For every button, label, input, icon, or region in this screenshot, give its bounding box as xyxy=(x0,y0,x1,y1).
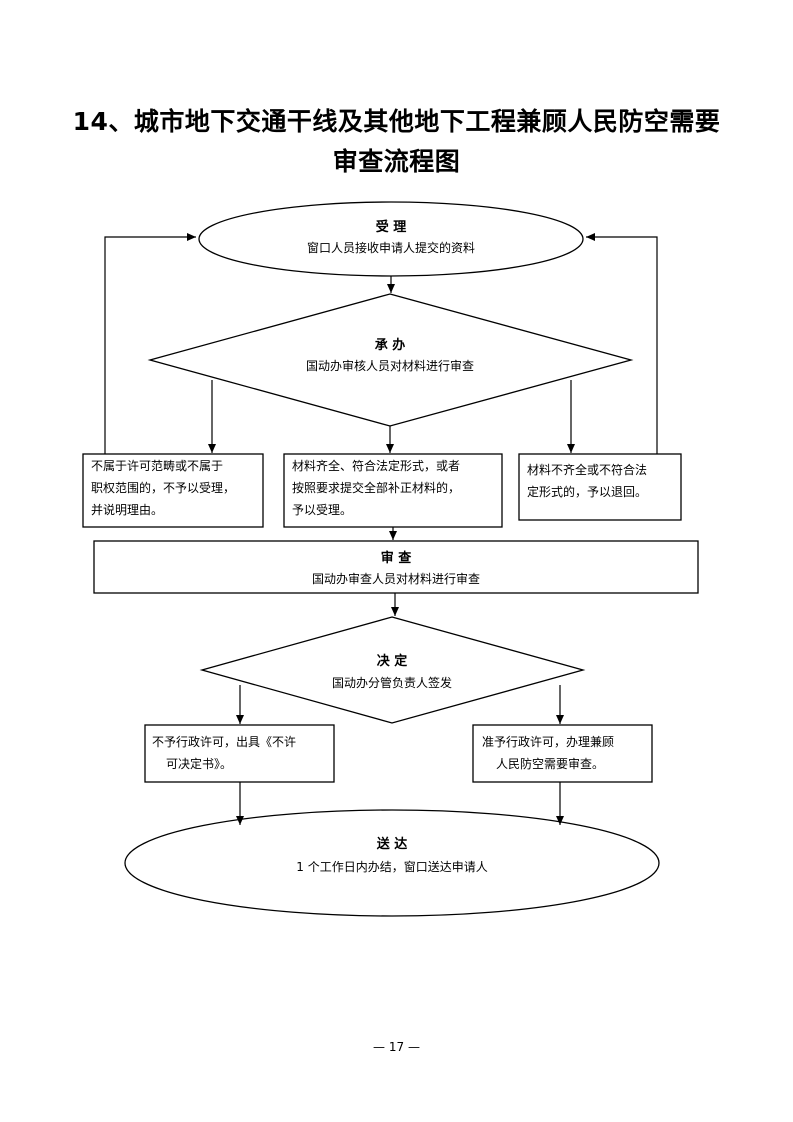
approve-line-1: 准予行政许可，办理兼顾 xyxy=(482,735,615,749)
deny-line-2: 可决定书》。 xyxy=(166,757,233,771)
undertake-heading: 承 办 xyxy=(375,337,406,353)
document-title-line-1: 14、城市地下交通干线及其他地下工程兼顾人民防空需要 xyxy=(72,107,721,136)
reject-scope-line-2: 职权范围的，不予以受理， xyxy=(91,481,236,495)
deliver-heading: 送 达 xyxy=(376,836,408,852)
accept-complete-text: 材料齐全、符合法定形式，或者 按照要求提交全部补正材料的， 予以受理。 xyxy=(292,455,498,521)
approve-line-2: 人民防空需要审查。 xyxy=(496,757,605,771)
loop-left-to-accept xyxy=(104,233,196,454)
return-incomplete-line-1: 材料不齐全或不符合法 xyxy=(527,463,648,477)
review-box xyxy=(93,540,699,594)
return-incomplete-line-2: 定形式的，予以退回。 xyxy=(527,485,648,499)
document-title-line-2: 审查流程图 xyxy=(332,147,461,176)
deny-text: 不予行政许可，出具《不许 可决定书》。 xyxy=(152,731,330,775)
return-incomplete-text: 材料不齐全或不符合法 定形式的，予以退回。 xyxy=(527,459,677,503)
reject-scope-line-3: 并说明理由。 xyxy=(91,503,164,517)
review-description: 国动办审查人员对材料进行审查 xyxy=(312,571,480,586)
accept-description: 窗口人员接收申请人提交的资料 xyxy=(307,240,475,255)
approve-text: 准予行政许可，办理兼顾 人民防空需要审查。 xyxy=(482,731,650,775)
decide-diamond xyxy=(199,616,586,724)
review-heading: 审 查 xyxy=(381,550,413,566)
loop-right-to-accept xyxy=(586,233,658,454)
page-number: — 17 — xyxy=(373,1040,420,1054)
return-incomplete-box xyxy=(518,453,682,521)
reject-scope-text: 不属于许可范畴或不属于 职权范围的，不予以受理， 并说明理由。 xyxy=(91,455,261,521)
reject-scope-line-1: 不属于许可范畴或不属于 xyxy=(91,459,224,473)
undertake-description: 国动办审核人员对材料进行审查 xyxy=(306,358,474,373)
deliver-description: 1 个工作日内办结，窗口送达申请人 xyxy=(296,859,487,874)
accept-complete-line-2: 按照要求提交全部补正材料的， xyxy=(292,481,461,495)
approve-box xyxy=(472,724,653,783)
deliver-ellipse xyxy=(124,809,660,917)
decide-heading: 决 定 xyxy=(377,653,408,669)
accept-complete-line-1: 材料齐全、符合法定形式，或者 xyxy=(292,459,461,473)
accept-complete-line-3: 予以受理。 xyxy=(292,503,353,517)
accept-ellipse xyxy=(198,201,584,277)
deny-line-1: 不予行政许可，出具《不许 xyxy=(152,735,297,749)
decide-description: 国动办分管负责人签发 xyxy=(332,675,452,690)
accept-heading: 受 理 xyxy=(376,219,407,235)
reject-scope-box xyxy=(82,453,264,528)
